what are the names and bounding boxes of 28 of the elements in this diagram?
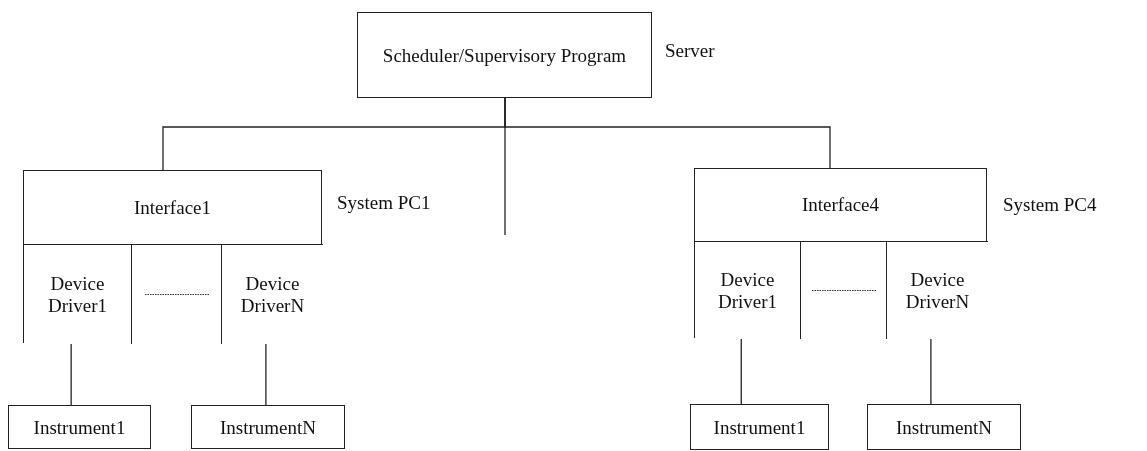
process-box: [24, 244, 131, 344]
node-label: Device DriverN: [904, 269, 971, 313]
node-caption: System PC1: [337, 192, 431, 214]
process-box: [690, 404, 829, 450]
node-label: InstrumentN: [894, 417, 993, 439]
process-box: [695, 241, 800, 339]
node-label: Interface1: [133, 196, 212, 219]
node-caption: System PC4: [1003, 194, 1097, 216]
node-label: Device Driver1: [46, 273, 109, 317]
node-label: Instrument1: [32, 417, 127, 439]
connector-line: [504, 97, 831, 169]
process-box: [8, 405, 151, 449]
connector-line: [930, 337, 932, 405]
node-label: Interface4: [801, 194, 880, 216]
node-label: Device Driver1: [716, 269, 779, 313]
process-box: [357, 12, 652, 98]
empty-cell: [800, 241, 886, 339]
process-box: [867, 404, 1021, 450]
node-label: Scheduler/Supervisory Program: [381, 45, 628, 67]
connector-line: [70, 342, 72, 406]
process-box: [191, 405, 345, 449]
node-label: InstrumentN: [218, 417, 317, 439]
connector-line: [740, 337, 742, 405]
node-label: Device DriverN: [239, 273, 306, 317]
empty-cell: [131, 244, 221, 344]
connector-line: [265, 342, 267, 406]
node-caption: Server: [665, 40, 715, 62]
node-label: Instrument1: [712, 417, 807, 439]
